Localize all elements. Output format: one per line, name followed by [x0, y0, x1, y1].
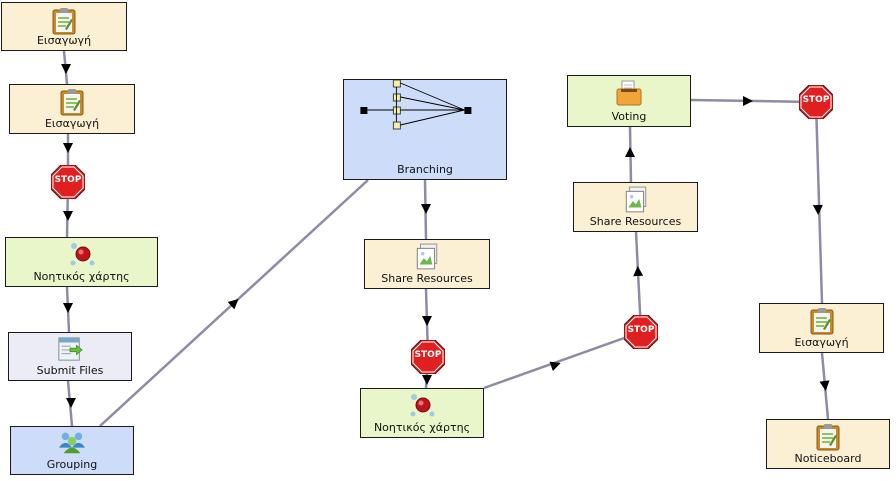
activity-label: Νοητικός χάρτης [33, 270, 130, 283]
activity-label: Share Resources [381, 272, 473, 285]
activity-node-n7[interactable]: Share Resources [364, 239, 490, 289]
activity-node-n10[interactable]: Voting [567, 75, 691, 127]
stop-sign-s3[interactable]: STOP [623, 314, 659, 350]
activity-label: Branching [397, 163, 453, 176]
activity-node-n6[interactable]: Branching [343, 79, 507, 180]
activity-node-n5[interactable]: Grouping [10, 426, 134, 475]
branching-icon [356, 79, 476, 139]
activity-label: Εισαγωγή [794, 336, 849, 349]
mindmap-icon [69, 240, 95, 271]
activity-label: Εισαγωγή [36, 34, 92, 47]
activity-label: Share Resources [589, 215, 682, 228]
mindmap-icon [409, 391, 435, 422]
arrowhead [61, 64, 71, 74]
activity-node-n1[interactable]: Εισαγωγή [1, 2, 127, 51]
connector-line[interactable] [483, 330, 642, 390]
share-resources-icon [414, 243, 440, 274]
arrowhead [549, 361, 561, 372]
arrowhead [812, 204, 823, 215]
activity-label: Voting [611, 110, 647, 123]
activity-label: Νοητικός χάρτης [373, 421, 471, 434]
people-icon [58, 430, 86, 457]
stop-octagon-icon [50, 164, 86, 200]
stop-octagon-icon [798, 84, 834, 120]
arrowhead [63, 303, 73, 313]
submit-files-icon [57, 335, 83, 366]
arrowhead [422, 316, 432, 326]
activity-label: Εισαγωγή [44, 117, 100, 130]
stop-label: STOP [54, 175, 82, 185]
connector-line[interactable] [690, 98, 817, 104]
stop-label: STOP [414, 350, 442, 360]
share-resources-icon [623, 186, 649, 217]
arrowhead [63, 143, 73, 153]
activity-label: Noticeboard [794, 452, 862, 465]
clipboard-icon [809, 307, 835, 338]
stop-sign-s2[interactable]: STOP [410, 339, 446, 375]
arrowhead [633, 266, 644, 277]
stop-sign-s4[interactable]: STOP [798, 84, 834, 120]
stop-sign-s1[interactable]: STOP [50, 164, 86, 200]
activity-label: Submit Files [36, 364, 104, 377]
activity-node-n12[interactable]: Noticeboard [766, 419, 890, 469]
activity-node-n2[interactable]: Εισαγωγή [9, 84, 135, 134]
stop-label: STOP [627, 325, 655, 335]
clipboard-icon [59, 88, 85, 119]
clipboard-icon [815, 423, 841, 454]
arrowhead [422, 375, 432, 385]
activity-node-n3[interactable]: Νοητικός χάρτης [5, 237, 158, 287]
arrowhead [421, 204, 431, 214]
activity-node-n9[interactable]: Share Resources [573, 182, 698, 232]
activity-label: Grouping [46, 458, 98, 471]
arrowhead [743, 96, 753, 106]
arrowhead [819, 380, 830, 391]
voting-icon [616, 79, 642, 110]
stop-label: STOP [802, 95, 830, 105]
arrowhead [66, 398, 76, 408]
arrowhead [63, 211, 73, 221]
arrowhead [227, 298, 239, 310]
arrowheads [61, 64, 830, 408]
clipboard-icon [51, 7, 77, 38]
activity-node-n11[interactable]: Εισαγωγή [759, 303, 884, 353]
connector-line[interactable] [814, 101, 824, 304]
arrowhead [625, 147, 635, 157]
activity-node-n4[interactable]: Submit Files [8, 332, 132, 381]
activity-node-n8[interactable]: Νοητικός χάρτης [360, 388, 484, 438]
